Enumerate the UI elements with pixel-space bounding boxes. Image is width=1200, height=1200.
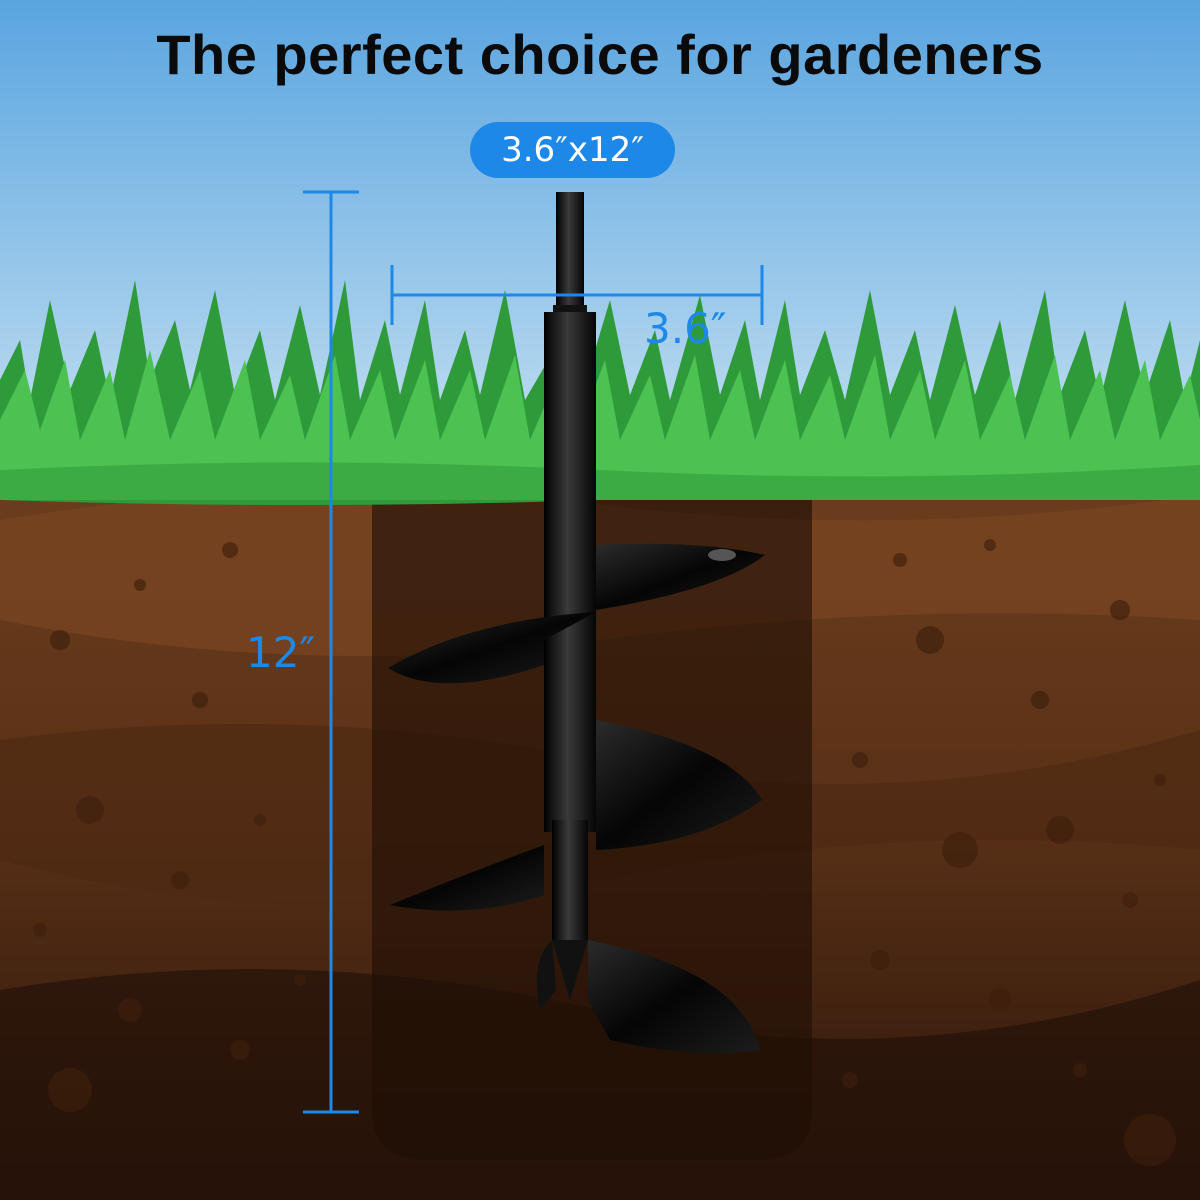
width-dimension-label: 3.6″ <box>644 304 727 353</box>
headline: The perfect choice for gardeners <box>156 23 1044 86</box>
earth-auger-drill-bit <box>388 192 765 1054</box>
size-badge: 3.6″x12″ <box>470 122 675 178</box>
width-dimension-line <box>390 265 764 325</box>
grass <box>0 280 1200 505</box>
height-dimension-label: 12″ <box>246 628 316 677</box>
height-dimension-line <box>303 190 359 1114</box>
